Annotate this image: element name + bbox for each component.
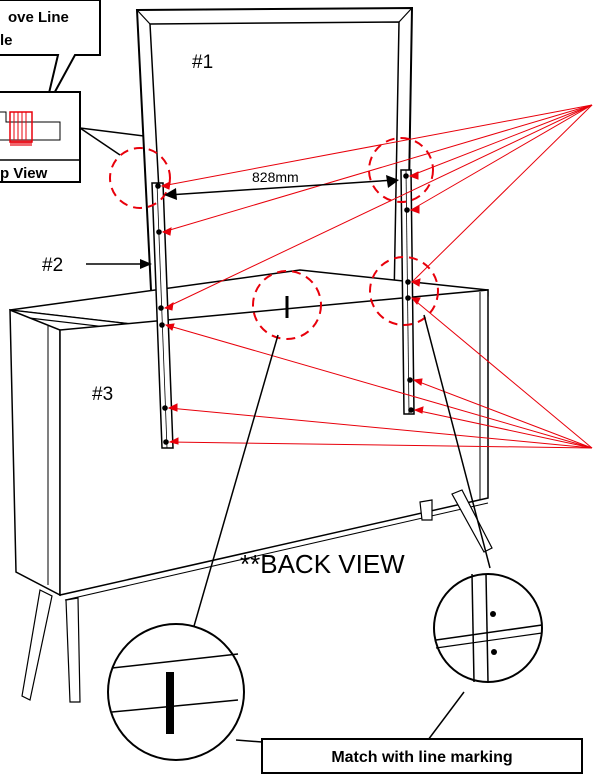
- top-view-detail: p View: [0, 91, 81, 183]
- highlight-circles: [109, 137, 439, 340]
- match-note-box: Match with line marking: [261, 738, 583, 774]
- dresser-body: [9, 269, 493, 703]
- zoom-detail-left: [107, 623, 245, 761]
- left-post: [151, 182, 174, 449]
- part-2-arrow: [140, 259, 152, 269]
- width-dimension: 828mm: [164, 169, 399, 200]
- top-view-label: p View: [0, 165, 48, 182]
- part-2-label: #2: [42, 255, 63, 276]
- right-post: [400, 169, 415, 415]
- part-3-label: #3: [92, 384, 113, 405]
- match-note-text: Match with line marking: [331, 749, 512, 766]
- part-1-label: #1: [192, 52, 213, 73]
- callout-text-2: le: [0, 32, 13, 49]
- dimension-label: 828mm: [252, 169, 299, 185]
- groove-callout: ove Line le: [0, 0, 101, 111]
- callout-text-1: ove Line: [8, 9, 69, 26]
- view-title: **BACK VIEW: [240, 549, 405, 579]
- zoom-detail-right: [433, 573, 543, 683]
- screw-arrows: [160, 104, 593, 449]
